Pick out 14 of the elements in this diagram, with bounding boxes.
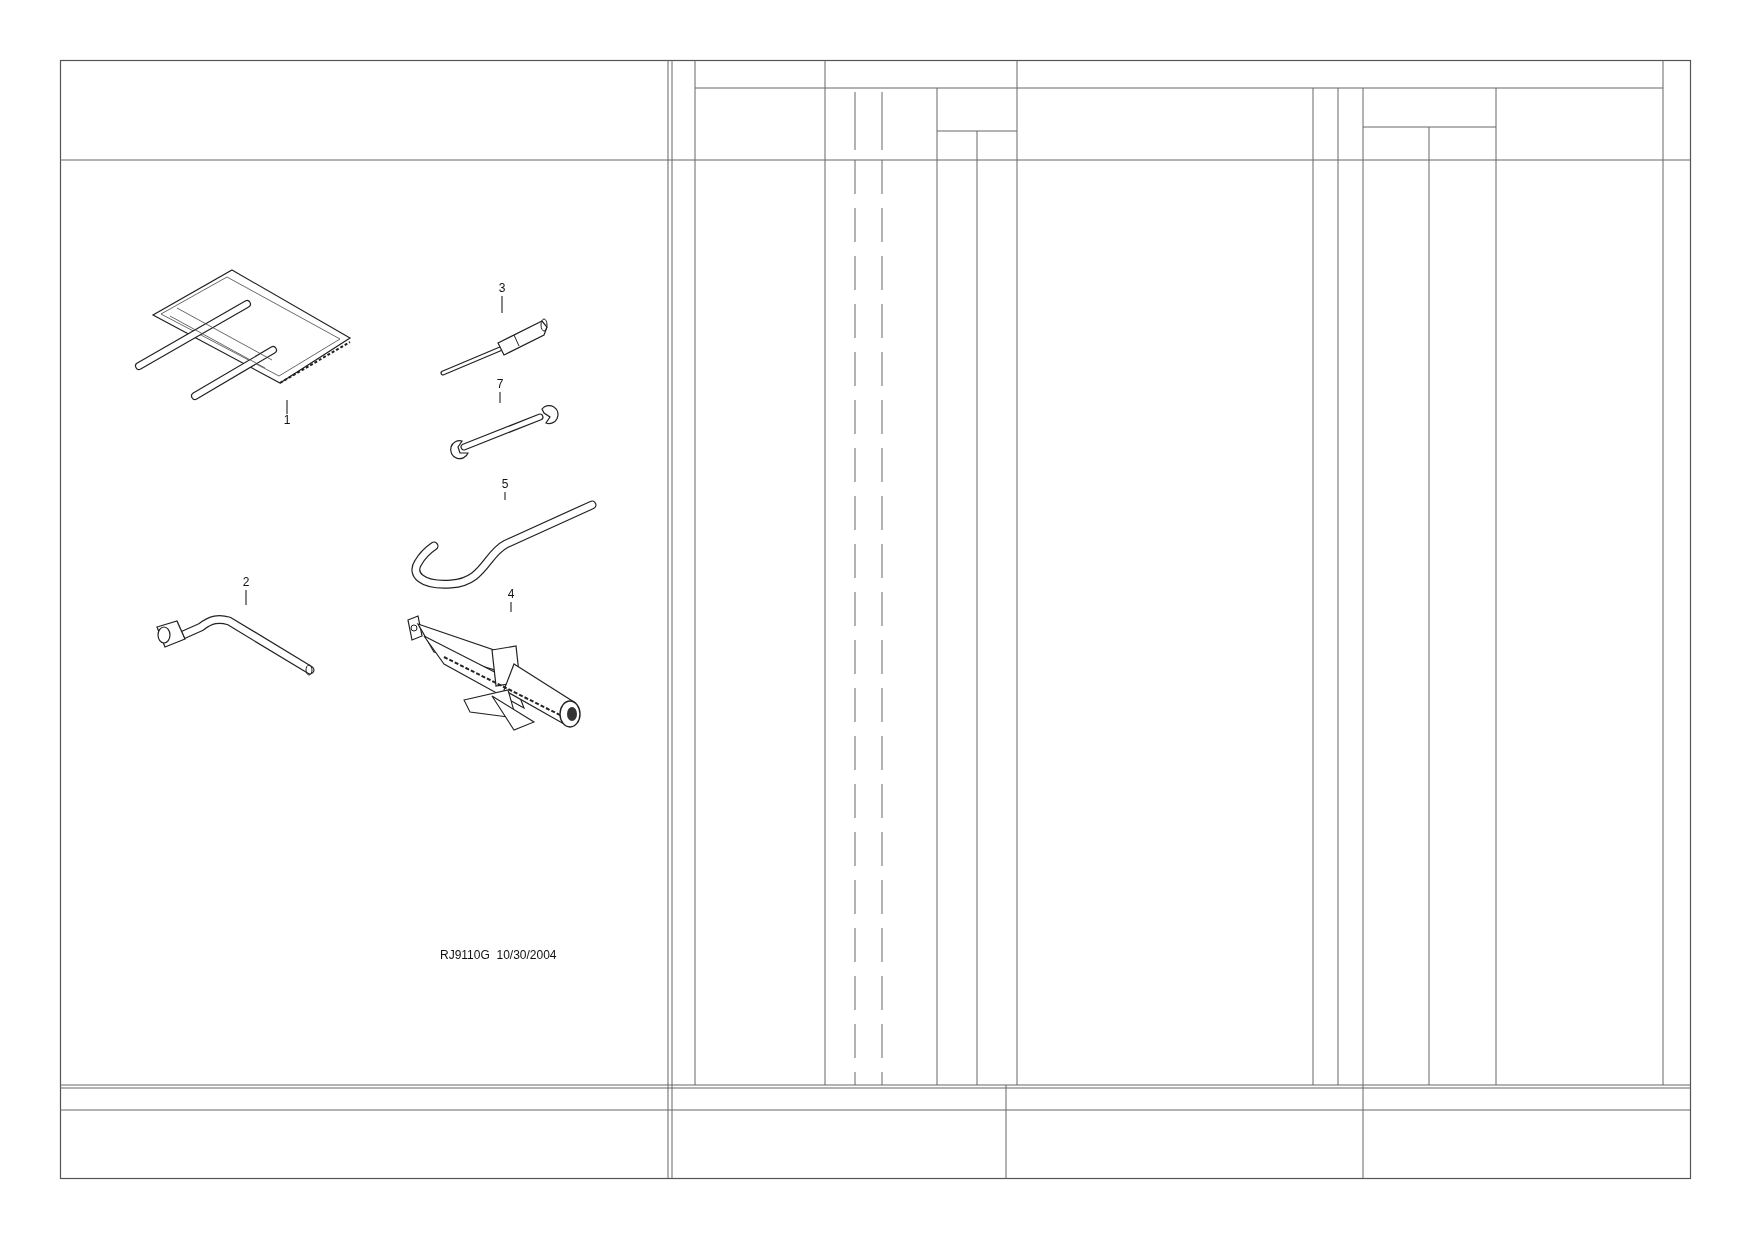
tool-bag-drawing: [135, 268, 352, 400]
leader-line: [510, 601, 512, 613]
callout-number: 3: [494, 282, 510, 296]
leader-line: [286, 399, 288, 415]
leader-line: [501, 295, 503, 314]
leader-line: [499, 391, 501, 404]
leader-line: [504, 491, 506, 501]
callout-number: 4: [503, 588, 519, 602]
callout-number: 7: [492, 378, 508, 392]
callout-number: 5: [497, 478, 513, 492]
leader-line: [245, 589, 247, 606]
callout-number: 1: [279, 414, 295, 428]
callout-number: 2: [238, 576, 254, 590]
drawing-reference: RJ9110G 10/30/2004: [440, 948, 557, 962]
